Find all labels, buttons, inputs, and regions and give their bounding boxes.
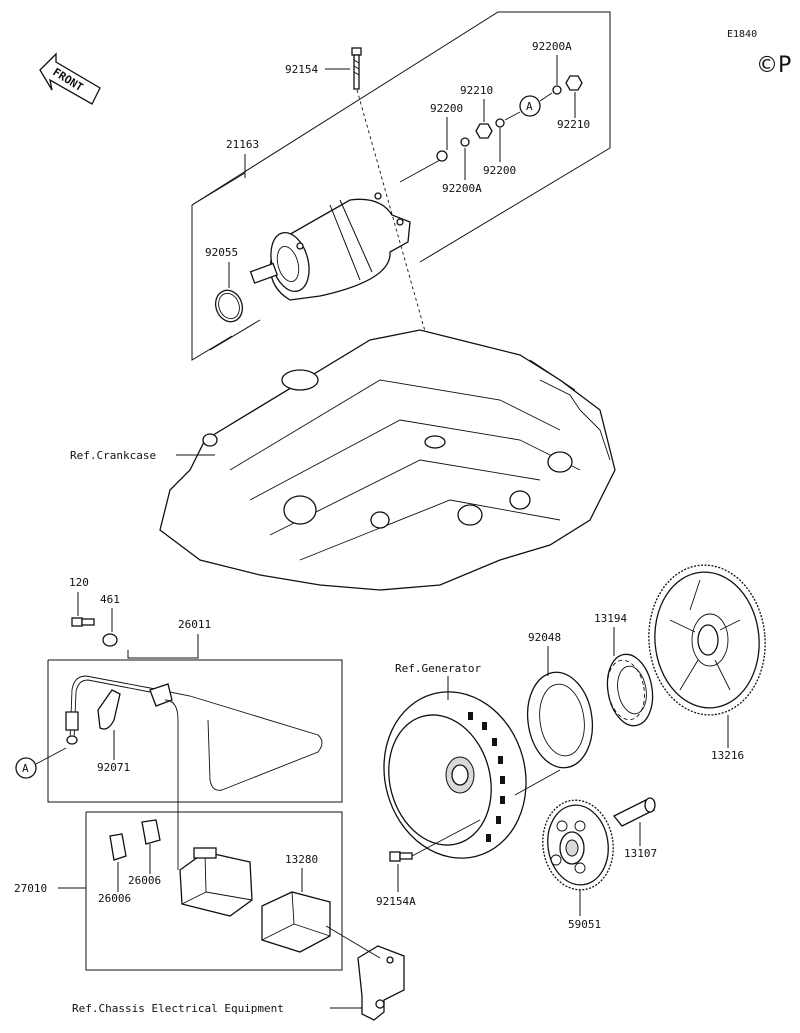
washer-461 — [102, 633, 118, 647]
part-label-26011: 26011 — [178, 618, 211, 631]
fuse-26006-b — [141, 819, 161, 845]
part-label-461: 461 — [100, 593, 120, 606]
washer-92200A-top — [552, 85, 562, 95]
washer-92200-b — [495, 118, 505, 128]
part-label-21163: 21163 — [226, 138, 259, 151]
bolt-120 — [71, 617, 95, 627]
part-label-26006-a: 26006 — [128, 874, 161, 887]
part-label-26006-b: 26006 — [98, 892, 131, 905]
starter-gear-13216 — [648, 564, 766, 716]
bolt-92154 — [351, 47, 362, 90]
part-label-120: 120 — [69, 576, 89, 589]
part-label-13194: 13194 — [594, 612, 627, 625]
part-label-59051: 59051 — [568, 918, 601, 931]
part-label-92200A-top: 92200A — [532, 40, 572, 53]
part-label-13216: 13216 — [711, 749, 744, 762]
one-way-clutch-13194 — [606, 653, 654, 727]
plate-92048 — [526, 671, 594, 769]
ref-generator-label: Ref.Generator — [395, 662, 481, 675]
part-label-92055: 92055 — [205, 246, 238, 259]
callout-a-top-label: A — [526, 100, 533, 113]
nut-92210 — [475, 123, 493, 139]
starter-motor — [249, 192, 411, 301]
part-label-92154A: 92154A — [376, 895, 416, 908]
nut-92210-b — [565, 75, 583, 91]
callout-a-top — [519, 95, 541, 117]
generator-rotor — [383, 691, 527, 859]
part-label-27010: 27010 — [14, 882, 47, 895]
part-label-92048: 92048 — [528, 631, 561, 644]
part-label-92200-b: 92200 — [483, 164, 516, 177]
bolt-92154A — [389, 851, 413, 862]
callout-a-left — [15, 757, 37, 779]
front-arrow-icon: FRONT — [39, 52, 101, 105]
part-label-92200A-b: 92200A — [442, 182, 482, 195]
washer-92200 — [436, 150, 448, 162]
copyright-mark: ©P — [756, 53, 791, 78]
crankcase: Ref.Crankcase — [70, 329, 616, 591]
o-ring — [214, 289, 244, 323]
relay-bracket — [357, 945, 405, 1021]
generator-group: Ref.Generator 92048 13194 13216 — [376, 564, 766, 931]
boot-92071 — [97, 689, 121, 730]
starter-motor-group: 92055 21163 92154 92200 92210 92200A 922… — [191, 11, 611, 421]
part-label-92154: 92154 — [285, 63, 318, 76]
callout-a-left-label: A — [22, 762, 29, 775]
part-label-92210-a: 92210 — [460, 84, 493, 97]
relay-13280 — [261, 891, 331, 953]
wiring-group: 120 461 26011 92071 A 27010 26 — [14, 576, 405, 1021]
idler-gear-59051 — [542, 799, 614, 891]
part-label-92071: 92071 — [97, 761, 130, 774]
fuse-26006-a — [109, 833, 127, 861]
starter-relay — [179, 847, 253, 917]
part-label-92210-b: 92210 — [557, 118, 590, 131]
part-label-13107: 13107 — [624, 847, 657, 860]
washer-92200A — [460, 137, 470, 147]
diagram-code: E1840 — [727, 29, 757, 40]
part-label-92200-a: 92200 — [430, 102, 463, 115]
part-label-13280: 13280 — [285, 853, 318, 866]
ref-chassis-label: Ref.Chassis Electrical Equipment — [72, 1002, 284, 1015]
shaft-13107 — [612, 797, 656, 827]
ref-crankcase-label: Ref.Crankcase — [70, 449, 156, 462]
